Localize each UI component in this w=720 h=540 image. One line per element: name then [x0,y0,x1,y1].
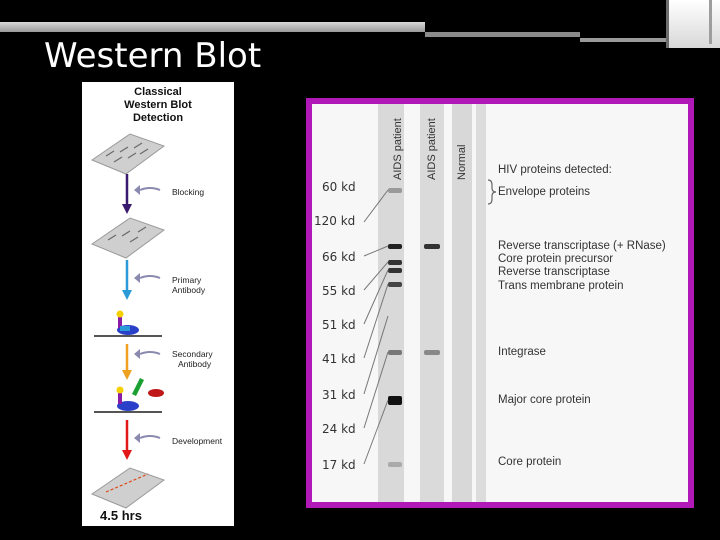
secondary-arrow-head [122,370,132,380]
flow-title-line-3: Detection [132,112,184,124]
blot-strip-3 [452,104,472,502]
western-blot-flow-diagram: Classical Western Blot Detection [82,82,234,526]
protein-core: Core protein [498,456,562,468]
band-lane1-rt [388,268,402,273]
secondary-antibody [132,378,144,396]
band-lane1-core-precursor [388,260,402,265]
step-label-primary-line-2: Antibody [172,285,206,295]
epitope-1 [116,310,124,318]
protein-reverse-transcriptase-rnase: Reverse transcriptase (+ RNase) [498,240,666,252]
flow-title-line-1: Classical [134,86,182,98]
band-lane1-60kd [388,188,402,193]
membrane-1-bands [105,142,149,163]
primary-curved-arrow-icon [139,275,161,279]
title-rule-segment-end [580,38,670,42]
primary-antibody-1 [118,316,122,328]
primary-arrow-head [122,290,132,300]
title-rule-segment [425,32,580,37]
marker-leader-lines [363,179,497,465]
title-rule [0,22,425,32]
flow-title-line-2: Western Blot [124,99,192,111]
blot-panel: AIDS patient AIDS patient Normal 60 kd 1… [306,98,694,508]
blot-panel-inner: AIDS patient AIDS patient Normal 60 kd 1… [312,104,688,502]
development-curved-arrow-head [134,433,140,443]
band-lane1-41kd [388,350,402,355]
development-curved-arrow-icon [139,435,161,439]
marker-51kd: 51 kd [322,318,356,332]
band-lane1-17kd [388,462,402,467]
secondary-curved-arrow-icon [139,351,161,355]
developed-membrane [90,467,166,509]
band-lane1-31kd [388,396,402,405]
development-arrow-head [122,450,132,460]
blocking-curved-arrow-head [134,185,140,195]
step-label-primary-line-1: Primary [172,275,202,285]
protein-integrase: Integrase [498,346,546,358]
blot-strip-4 [476,104,486,502]
step-label-blocking: Blocking [172,187,205,197]
band-lane1-55kd [388,282,402,287]
marker-66kd: 66 kd [322,250,356,264]
blocking-curved-arrow-icon [139,187,161,191]
step-label-secondary-line-2: Antibody [178,359,212,369]
marker-24kd: 24 kd [322,422,356,436]
membrane-2-bands [107,226,147,243]
secondary-curved-arrow-head [134,349,140,359]
antigen-2 [117,401,139,411]
membrane-2 [90,217,166,259]
protein-envelope: Envelope proteins [498,186,591,198]
protein-core-precursor: Core protein precursor [498,253,614,265]
flow-graphics [90,133,166,509]
band-lane2-41kd [424,350,440,355]
blocking-arrow-head [122,204,132,214]
marker-41kd: 41 kd [322,352,356,366]
primary-antibody-2 [118,392,122,404]
marker-60kd: 60 kd [322,180,356,194]
marker-120kd: 120 kd [314,214,356,228]
step-label-secondary-line-1: Secondary [172,349,213,359]
slide-corner-decoration [666,0,720,48]
marker-31kd: 31 kd [322,388,356,402]
step-label-primary-antibody: Primary Antibody [172,275,205,295]
membrane-1 [90,133,166,175]
flow-duration: 4.5 hrs [100,508,142,523]
marker-17kd: 17 kd [322,458,356,472]
slide-title: Western Blot [44,36,262,76]
proteins-header: HIV proteins detected: [498,164,612,176]
developed-signal [105,473,149,493]
blot-strip-2 [420,104,444,502]
step-label-development: Development [172,436,223,446]
enzyme-label [148,389,164,397]
protein-major-core: Major core protein [498,394,591,406]
protein-reverse-transcriptase: Reverse transcriptase [498,266,610,278]
protein-trans-membrane: Trans membrane protein [498,280,624,292]
marker-55kd: 55 kd [322,284,356,298]
flow-title: Classical Western Blot Detection [82,86,234,125]
primary-curved-arrow-head [134,273,140,283]
envelope-brace [487,179,497,205]
primary-antibody-base-1 [120,326,130,331]
epitope-2 [116,386,124,394]
band-lane1-66kd [388,244,402,249]
band-lane2-66kd [424,244,440,249]
step-label-secondary-antibody: Secondary Antibody [172,349,213,369]
